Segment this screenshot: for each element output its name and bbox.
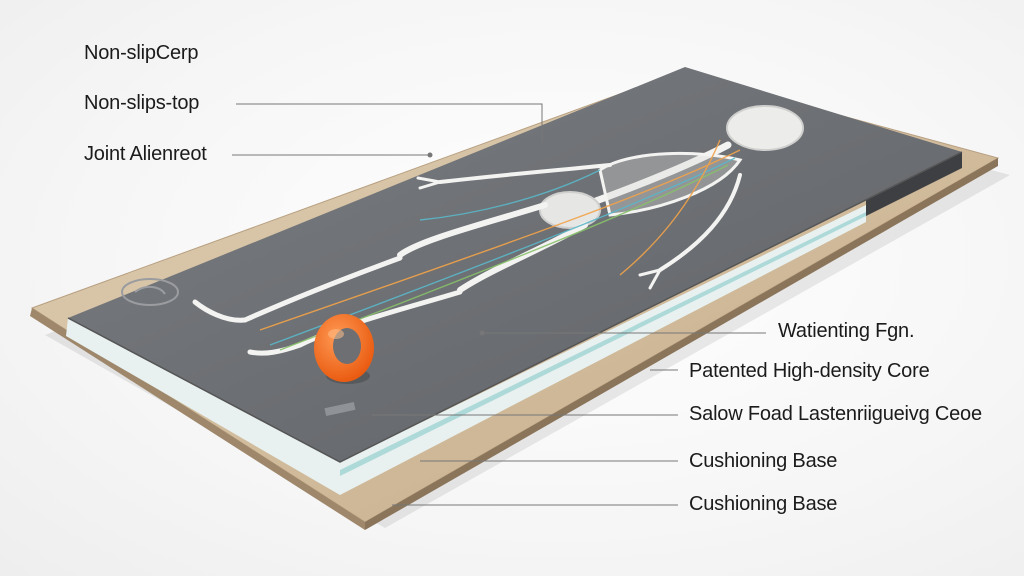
alignment-lines bbox=[259, 139, 741, 351]
printed-marking bbox=[324, 401, 356, 417]
hand-left bbox=[416, 176, 442, 190]
brand-logo-stamp-icon bbox=[121, 278, 179, 306]
tibia-right bbox=[297, 289, 463, 348]
foot-left bbox=[192, 299, 248, 323]
ribcage bbox=[598, 151, 743, 217]
non-slip-top-surface bbox=[68, 67, 962, 462]
base-front-edge bbox=[365, 158, 998, 530]
label-cushioning-base-2: Cushioning Base bbox=[689, 493, 838, 515]
femur-left bbox=[397, 202, 548, 258]
arm-upper-left bbox=[438, 163, 612, 184]
foot-right bbox=[247, 342, 303, 356]
arm-upper-right bbox=[658, 173, 742, 272]
orange-massage-ring-icon[interactable] bbox=[314, 314, 374, 384]
leader-nonslips-top bbox=[236, 103, 543, 142]
label-salow-foad: Salow Foad Lastenriigueivg Ceoe bbox=[689, 403, 982, 425]
label-patented-core: Patented High-density Core bbox=[689, 360, 930, 382]
femur-right bbox=[457, 222, 588, 293]
hand-right bbox=[638, 268, 662, 290]
top-surface-edge bbox=[67, 151, 963, 463]
pelvis bbox=[539, 191, 601, 229]
label-nonslip-cerp: Non-slipCerp bbox=[84, 42, 199, 64]
skull bbox=[726, 105, 804, 151]
label-watienting: Watienting Fgn. bbox=[778, 320, 915, 342]
tibia-left bbox=[242, 255, 403, 323]
dark-foam-edge bbox=[866, 152, 962, 216]
skeleton-illustration bbox=[192, 105, 804, 356]
label-nonslips-top: Non-slips-top bbox=[84, 92, 200, 114]
core-blue-stripe bbox=[340, 212, 866, 476]
label-joint-alignment: Joint Alienreot bbox=[84, 143, 207, 165]
leader-lines bbox=[232, 103, 766, 506]
label-cushioning-base-1: Cushioning Base bbox=[689, 450, 838, 472]
